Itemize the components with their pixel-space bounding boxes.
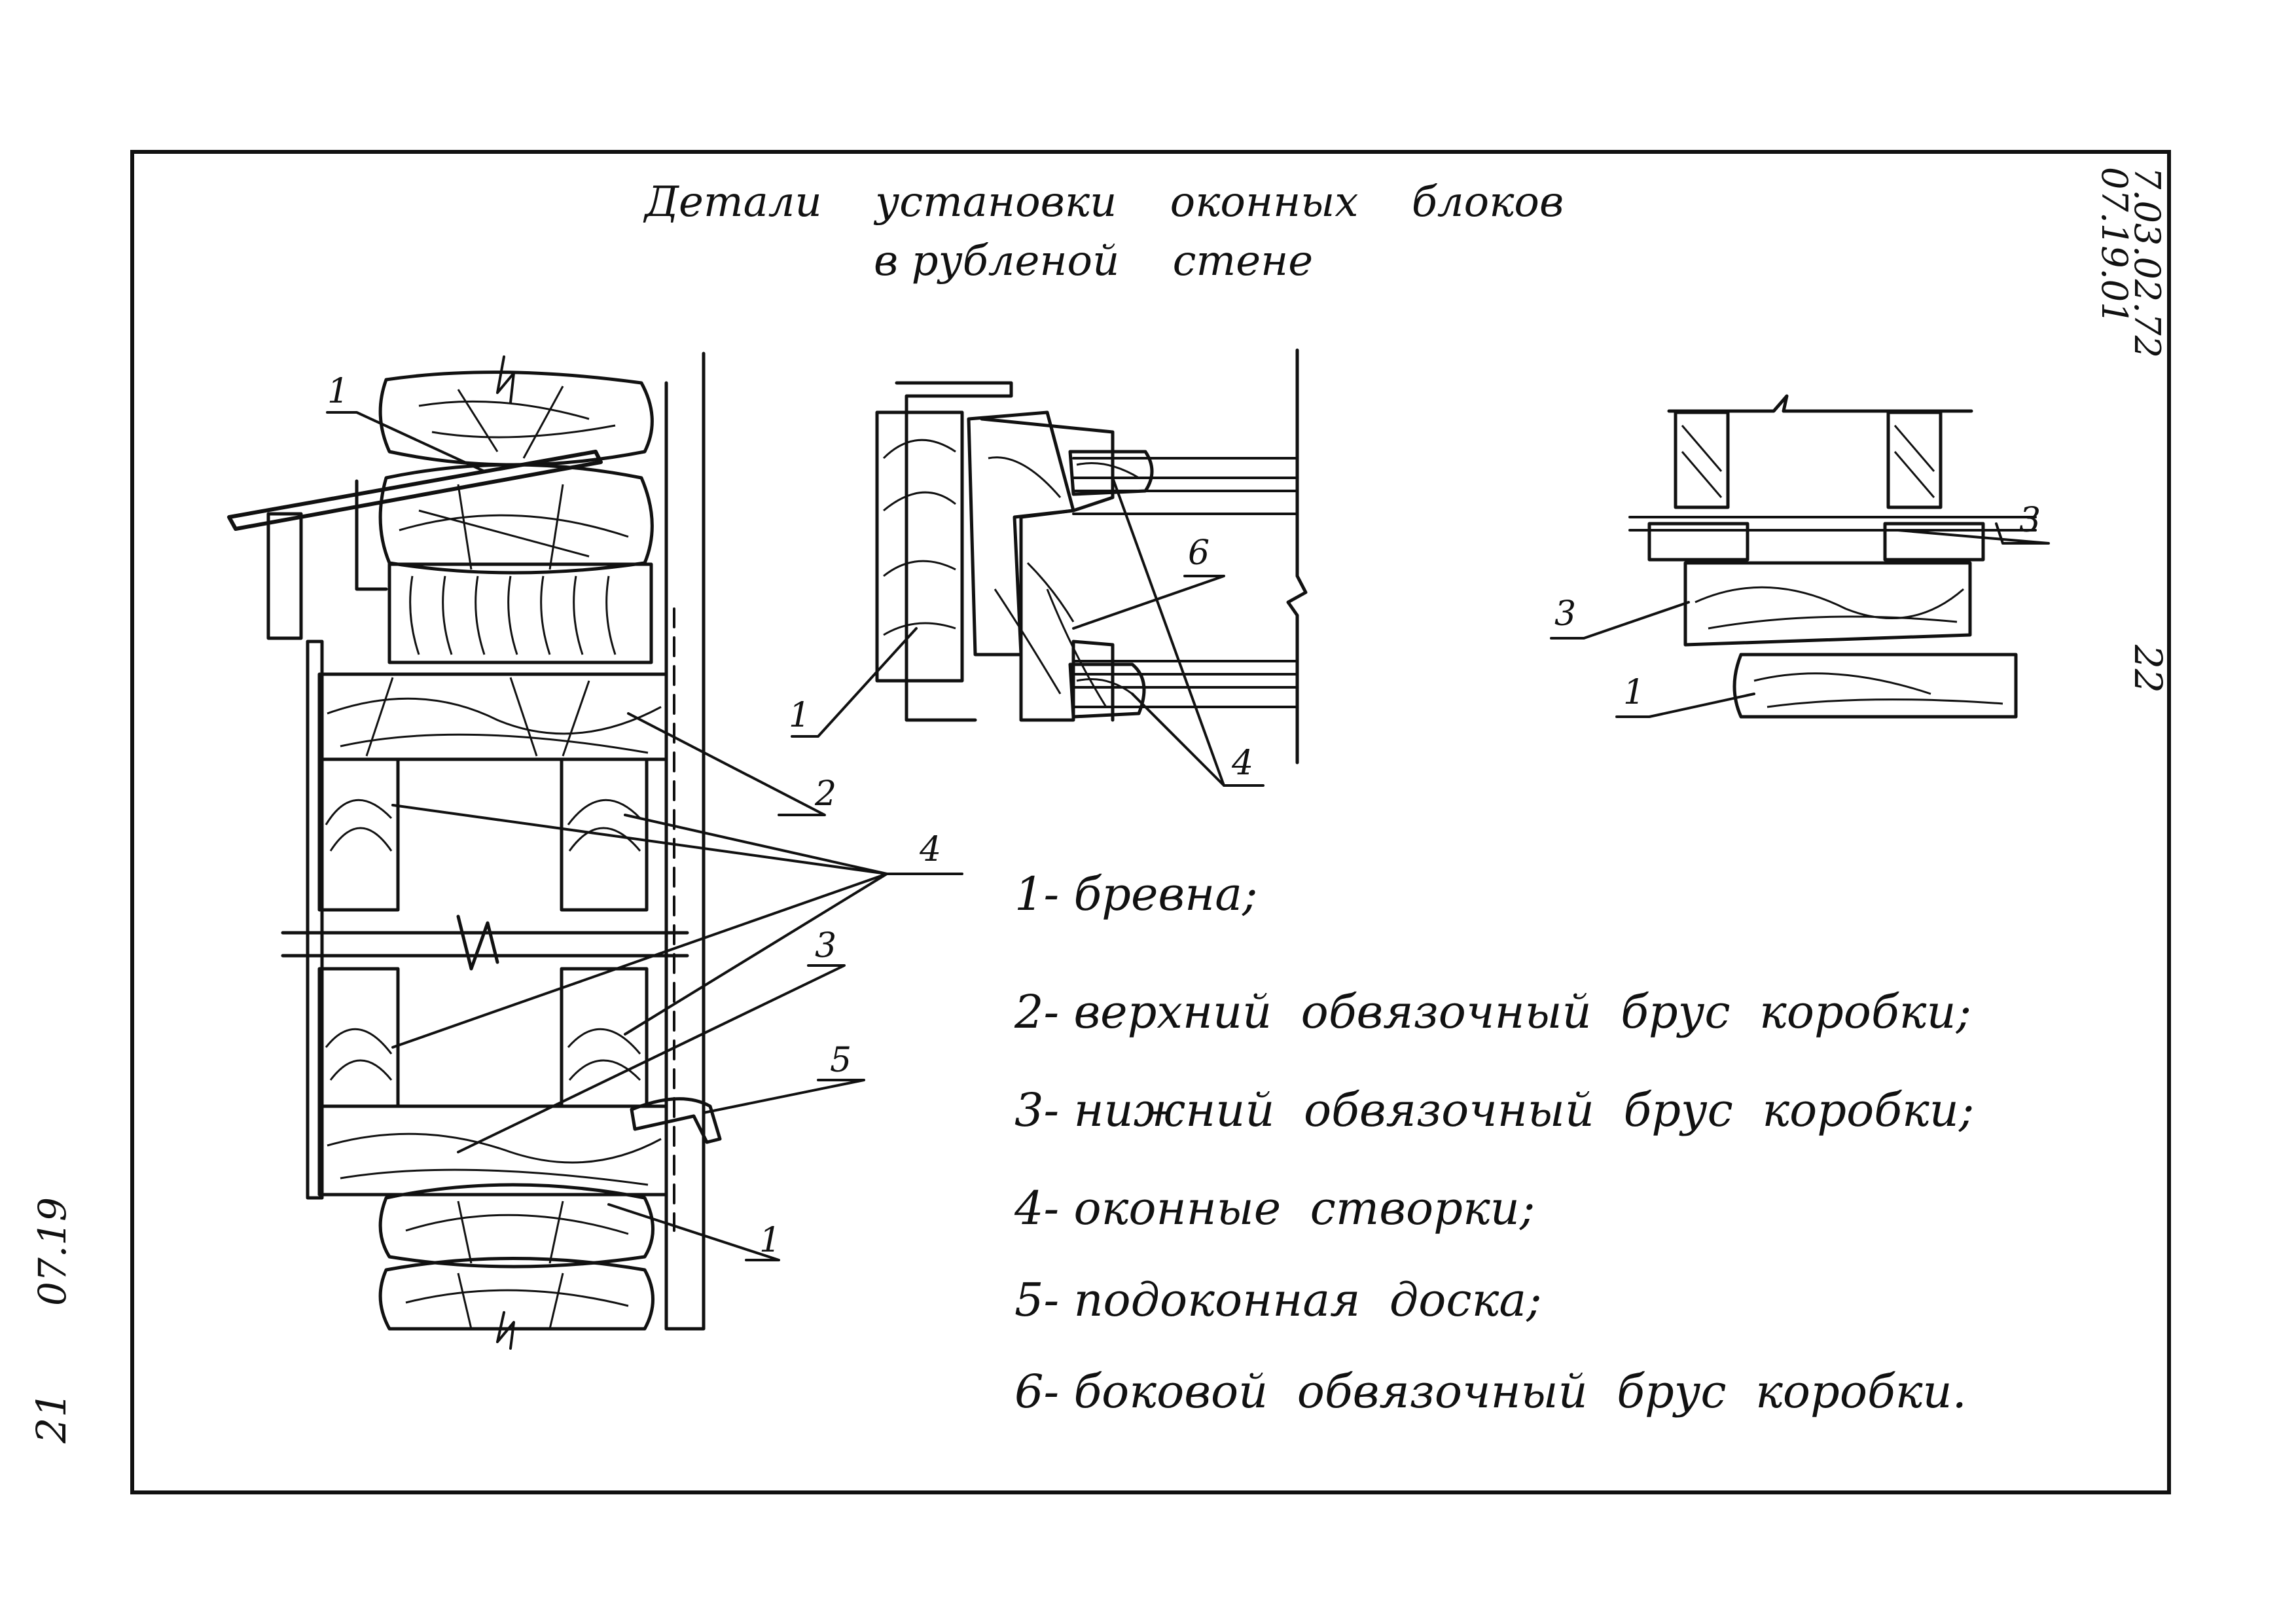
title-line-2: в рубленой стене — [874, 237, 1313, 285]
side-code: 7.03.02.72 07.19.01 — [2094, 167, 2168, 358]
callout-1-left-bottom: 1 — [759, 1221, 781, 1260]
callout-3-right: 3 — [2019, 501, 2041, 540]
callout-3-left: 3 — [815, 926, 836, 965]
svg-text:22: 22 — [2126, 644, 2170, 693]
callout-1-left-top: 1 — [327, 372, 349, 411]
callout-2-left: 2 — [814, 774, 836, 814]
legend-item-3: 3- нижний обвязочный брус коробки; — [1014, 1083, 1974, 1137]
sill-section-detail — [1550, 394, 2050, 719]
margin-number: 21 — [27, 1392, 75, 1444]
margin-code: 07.19 — [30, 1197, 75, 1306]
side-code-line-1: 7.03.02.72 — [2126, 167, 2168, 358]
log-bottom — [378, 1183, 655, 1350]
svg-text:07.19: 07.19 — [30, 1197, 75, 1306]
sheet-frame — [130, 150, 2171, 1494]
vertical-section-detail — [227, 352, 963, 1350]
callout-4-center: 4 — [1231, 744, 1253, 783]
side-code-line-2: 07.19.01 — [2094, 167, 2135, 324]
legend-item-6: 6- боковой обвязочный брус коробки. — [1014, 1365, 1967, 1418]
callout-1-center: 1 — [789, 696, 810, 735]
title-line-1: Детали установки оконных блоков — [643, 178, 1564, 226]
horizontal-section-detail — [791, 348, 1308, 787]
svg-text:21: 21 — [27, 1392, 75, 1444]
legend-item-5: 5- подоконная доска; — [1014, 1273, 1542, 1327]
callout-5-left: 5 — [830, 1041, 852, 1080]
callout-4-left: 4 — [919, 830, 941, 869]
page-number: 22 — [2126, 644, 2170, 693]
legend-item-1: 1- бревна; — [1014, 867, 1258, 921]
callout-3-right-left: 3 — [1554, 594, 1576, 634]
callout-6-center: 6 — [1188, 533, 1210, 573]
legend: 1- бревна; 2- верхний обвязочный брус ко… — [1014, 867, 1974, 1418]
legend-item-2: 2- верхний обвязочный брус коробки; — [1014, 985, 1971, 1039]
callout-1-right: 1 — [1623, 673, 1645, 712]
legend-item-4: 4- оконные створки; — [1014, 1182, 1535, 1235]
